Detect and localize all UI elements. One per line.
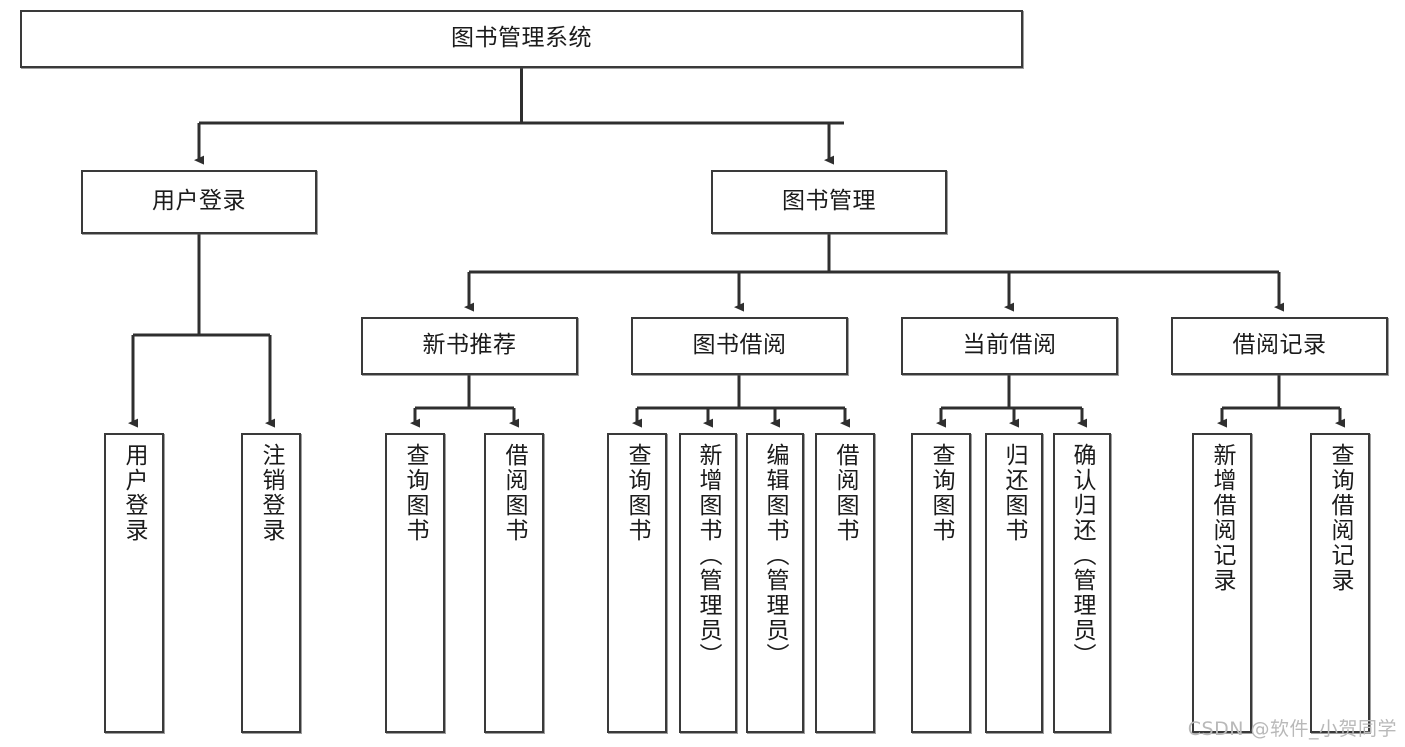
node-leaf-borrow-book-2[interactable]: 借阅图书 <box>815 433 875 733</box>
node-leaf-query-book-1[interactable]: 查询图书 <box>385 433 445 733</box>
node-leaf-borrow-book-2-label: 借阅图书 <box>832 443 859 543</box>
node-root-label: 图书管理系统 <box>451 25 592 52</box>
node-leaf-logout-login-label: 注销登录 <box>258 443 285 543</box>
node-leaf-edit-book-admin[interactable]: 编辑图书（管理员） <box>746 433 804 733</box>
node-new-book-recommend[interactable]: 新书推荐 <box>361 317 578 375</box>
node-new-book-recommend-label: 新书推荐 <box>422 332 517 359</box>
csdn-watermark: CSDN @软件_小贺同学 <box>1187 718 1397 740</box>
node-leaf-add-borrow-record-label: 新增借阅记录 <box>1209 443 1236 593</box>
node-leaf-confirm-return-admin-label: 确认归还（管理员） <box>1069 443 1096 668</box>
node-leaf-add-borrow-record[interactable]: 新增借阅记录 <box>1192 433 1252 733</box>
node-leaf-query-book-3-label: 查询图书 <box>928 443 955 543</box>
node-root-system[interactable]: 图书管理系统 <box>20 10 1023 68</box>
node-borrow-record[interactable]: 借阅记录 <box>1171 317 1388 375</box>
node-book-borrow[interactable]: 图书借阅 <box>631 317 848 375</box>
node-leaf-logout-login[interactable]: 注销登录 <box>241 433 301 733</box>
node-leaf-query-book-2-label: 查询图书 <box>624 443 651 543</box>
node-leaf-borrow-book-1[interactable]: 借阅图书 <box>484 433 544 733</box>
node-book-borrow-label: 图书借阅 <box>692 332 787 359</box>
node-current-borrow[interactable]: 当前借阅 <box>901 317 1118 375</box>
node-leaf-edit-book-admin-label: 编辑图书（管理员） <box>762 443 789 668</box>
node-leaf-add-book-admin[interactable]: 新增图书（管理员） <box>679 433 737 733</box>
node-leaf-query-borrow-record[interactable]: 查询借阅记录 <box>1310 433 1370 733</box>
node-user-login[interactable]: 用户登录 <box>81 170 317 234</box>
node-book-manage[interactable]: 图书管理 <box>711 170 947 234</box>
node-leaf-confirm-return-admin[interactable]: 确认归还（管理员） <box>1053 433 1111 733</box>
node-leaf-user-login-label: 用户登录 <box>121 443 148 543</box>
node-current-borrow-label: 当前借阅 <box>962 332 1057 359</box>
node-book-manage-label: 图书管理 <box>782 188 876 215</box>
node-leaf-borrow-book-1-label: 借阅图书 <box>501 443 528 543</box>
node-leaf-query-book-1-label: 查询图书 <box>402 443 429 543</box>
node-leaf-return-book-label: 归还图书 <box>1001 443 1028 543</box>
node-leaf-query-book-3[interactable]: 查询图书 <box>911 433 971 733</box>
node-leaf-query-borrow-record-label: 查询借阅记录 <box>1327 443 1354 593</box>
node-leaf-add-book-admin-label: 新增图书（管理员） <box>695 443 722 668</box>
node-user-login-label: 用户登录 <box>152 188 246 215</box>
node-borrow-record-label: 借阅记录 <box>1232 332 1327 359</box>
node-leaf-query-book-2[interactable]: 查询图书 <box>607 433 667 733</box>
node-leaf-return-book[interactable]: 归还图书 <box>985 433 1043 733</box>
node-leaf-user-login[interactable]: 用户登录 <box>104 433 164 733</box>
